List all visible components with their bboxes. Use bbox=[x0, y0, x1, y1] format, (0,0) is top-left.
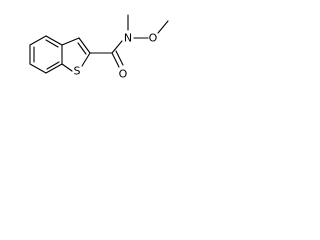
bond bbox=[29, 35, 47, 46]
atom-labels: S O N O bbox=[74, 32, 158, 81]
double-bond-inner bbox=[46, 61, 60, 70]
bond bbox=[45, 63, 63, 74]
carbonyl-bond bbox=[111, 52, 120, 68]
methoxy-oxygen-label: O bbox=[149, 32, 158, 45]
carbonyl-bond bbox=[115, 50, 124, 66]
bond bbox=[61, 37, 80, 46]
double-bond-inner bbox=[77, 42, 87, 55]
bond bbox=[81, 52, 91, 67]
thiophene-ring bbox=[61, 37, 91, 72]
carbonyl-oxygen-label: O bbox=[119, 68, 128, 81]
o-methyl-bond bbox=[157, 20, 169, 34]
bond bbox=[61, 63, 73, 72]
sulfur-atom-label: S bbox=[74, 65, 81, 78]
benzene-ring bbox=[29, 35, 63, 74]
bond bbox=[111, 40, 123, 54]
amide-nitrogen-label: N bbox=[124, 32, 132, 45]
bond bbox=[45, 35, 63, 46]
double-bond-inner bbox=[45, 39, 59, 48]
benzothiophene-weinreb-amide-structure: S O N O bbox=[29, 14, 169, 81]
bond bbox=[29, 63, 47, 74]
bond bbox=[78, 37, 91, 54]
weinreb-amide-group bbox=[89, 14, 169, 68]
